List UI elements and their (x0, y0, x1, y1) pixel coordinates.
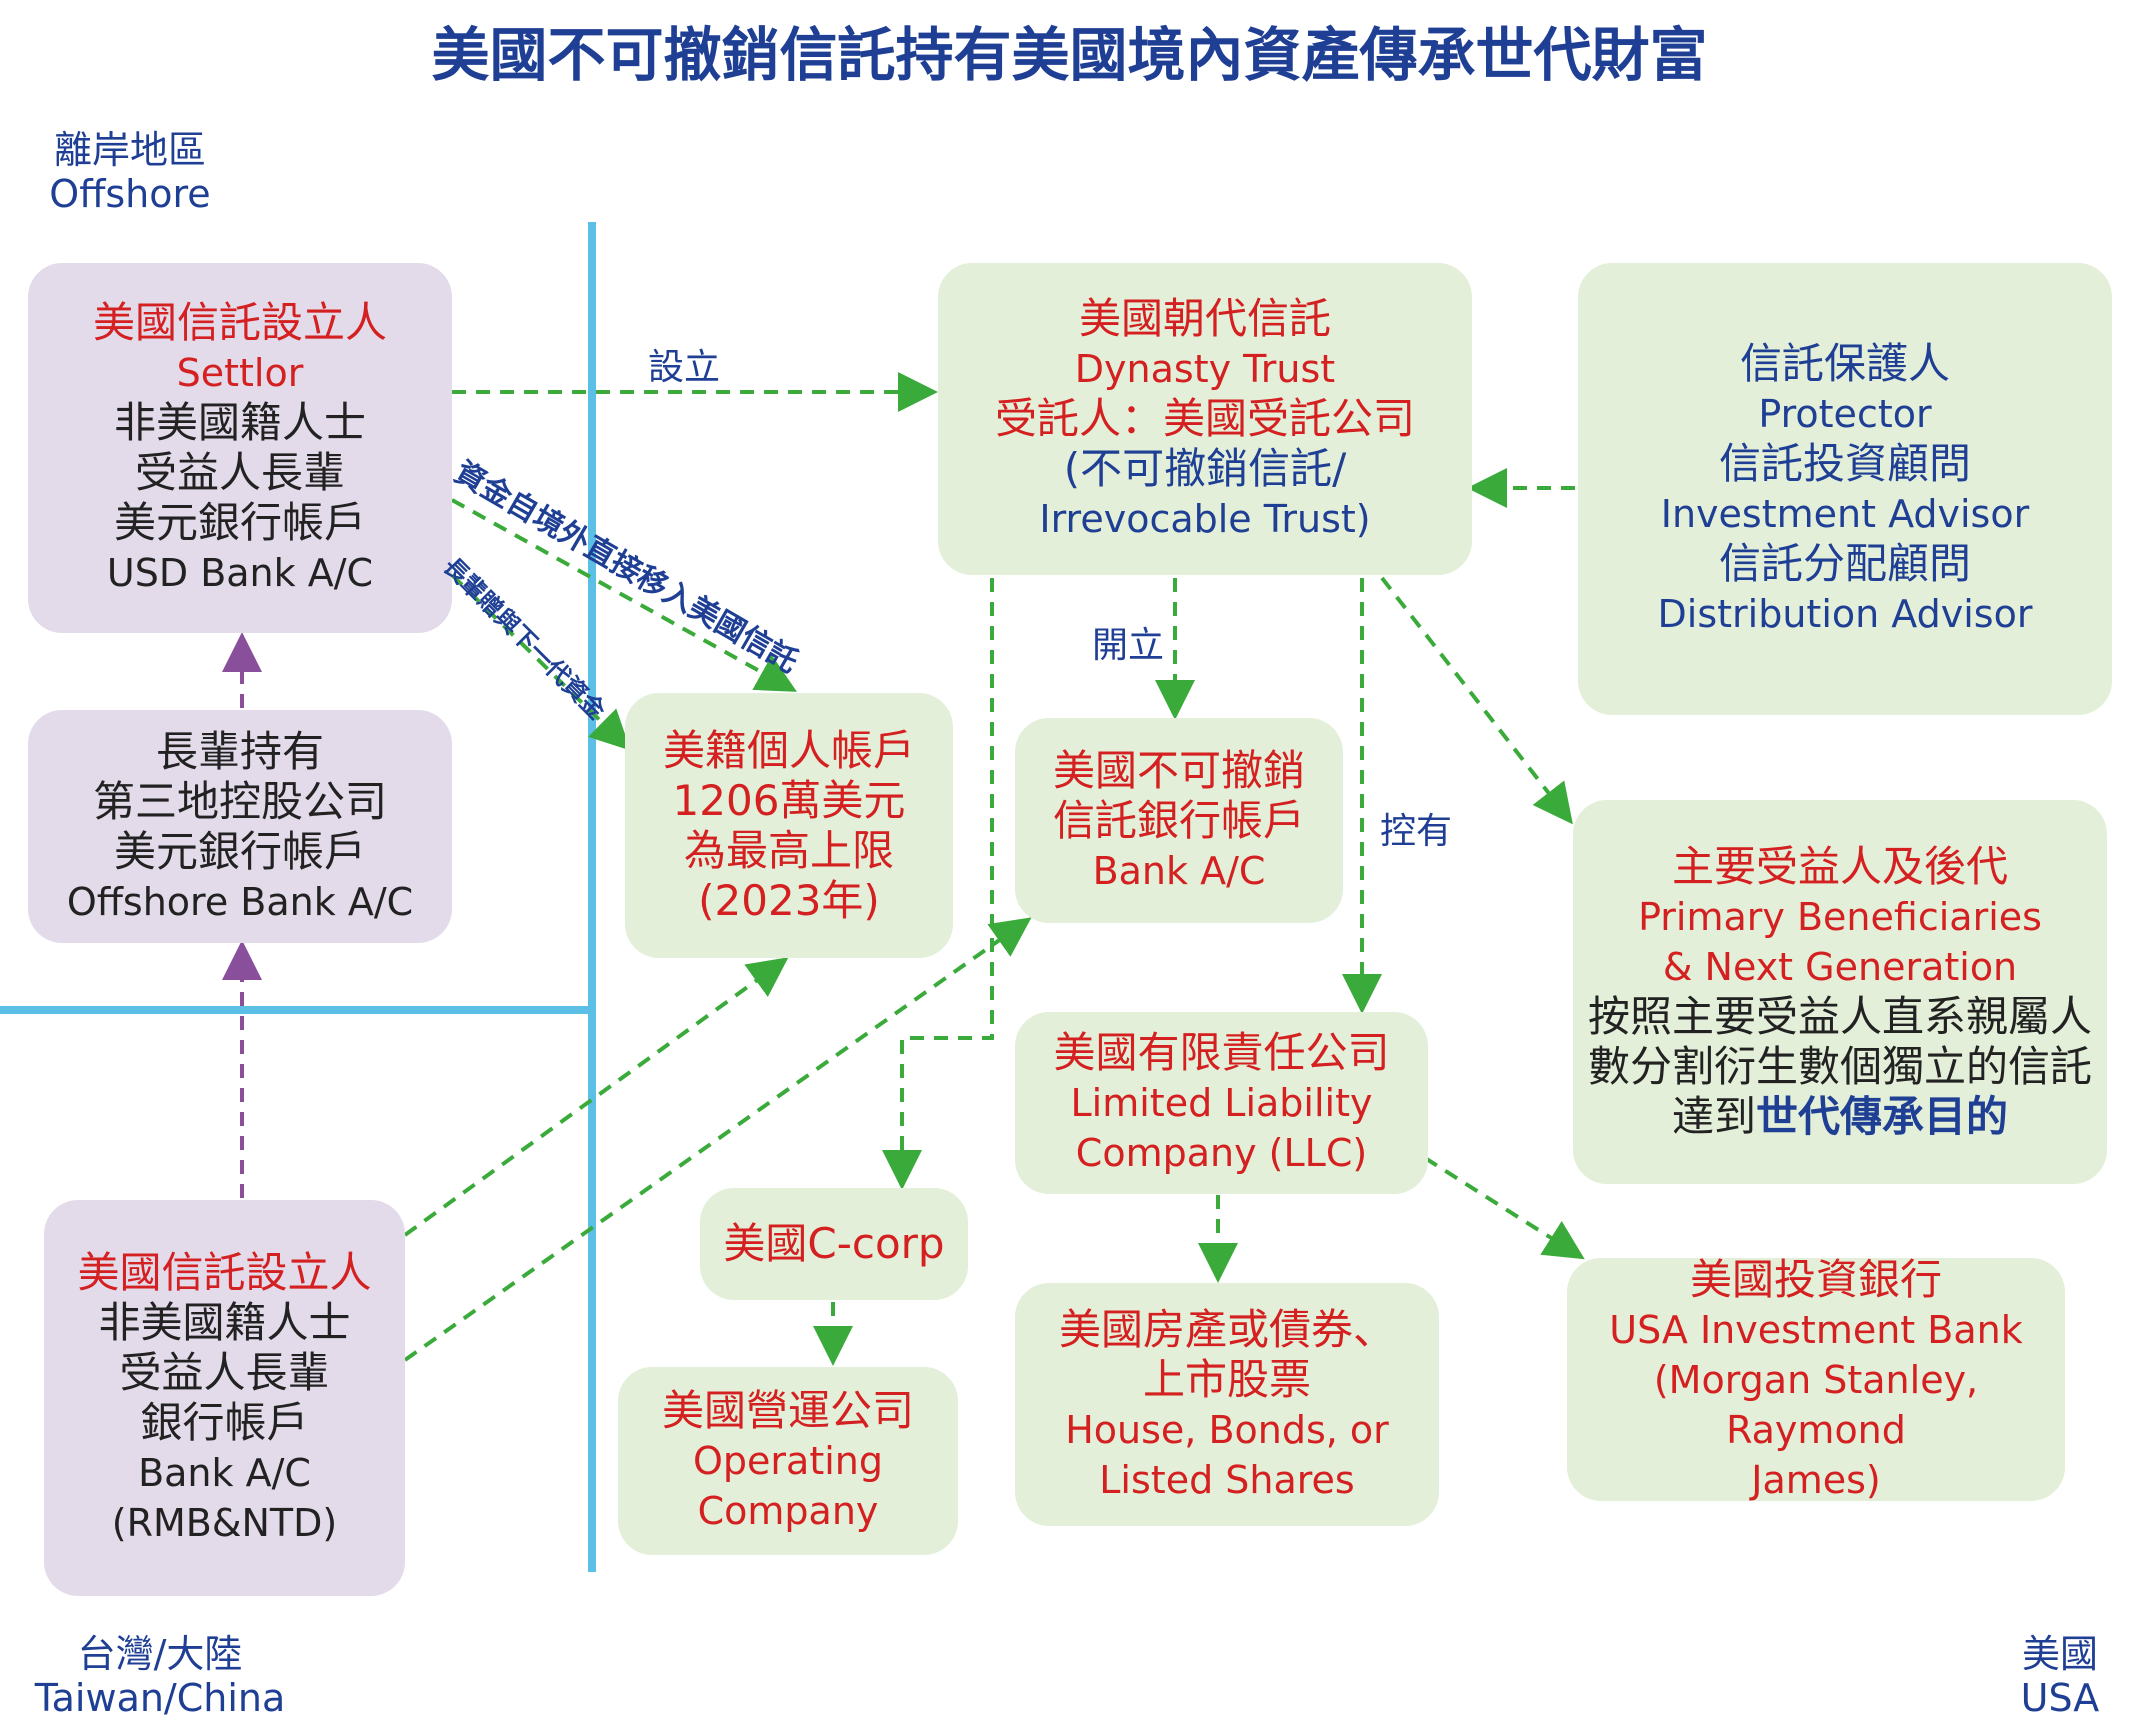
settlor-box: 美國信託設立人 Settlor 非美國籍人士 受益人長輩 美元銀行帳戶 USD … (28, 263, 452, 633)
settlor-line1: 非美國籍人士 (113, 398, 366, 447)
settlor-local-line3: 銀行帳戶 (140, 1398, 309, 1447)
operating-box: 美國營運公司 Operating Company (618, 1367, 958, 1555)
trust-bank-box: 美國不可撤銷 信託銀行帳戶 Bank A/C (1015, 718, 1343, 923)
region-offshore-en: Offshore (49, 172, 211, 216)
page-title: 美國不可撤銷信託持有美國境內資產傳承世代財富 (431, 21, 1708, 89)
invbank-en2: (Morgan Stanley, Raymond (1653, 1357, 1979, 1452)
beneficiaries-line1: 按照主要受益人直系親屬人 (1587, 992, 2092, 1041)
personal-line3: 為最高上限 (683, 825, 894, 875)
invbank-en3: James) (1751, 1457, 1881, 1502)
protector-en1: Protector (1758, 392, 1932, 436)
region-offshore: 離岸地區 Offshore (40, 128, 220, 216)
ccorp-box: 美國C-corp (700, 1188, 968, 1300)
dynasty-en: Dynasty Trust (1074, 347, 1336, 391)
arrow-direct-funds (451, 498, 797, 692)
protector-en2: Investment Advisor (1660, 492, 2030, 536)
beneficiaries-en1: Primary Beneficiaries (1638, 895, 2042, 939)
trust-bank-line2: 信託銀行帳戶 (1052, 795, 1305, 845)
llc-title: 美國有限責任公司 (1053, 1028, 1390, 1077)
assets-en2: Listed Shares (1099, 1457, 1355, 1502)
settlor-local-box: 美國信託設立人 非美國籍人士 受益人長輩 銀行帳戶 Bank A/C (RMB&… (44, 1200, 405, 1596)
settlor-local-line1: 非美國籍人士 (98, 1298, 351, 1347)
settlor-local-line5: (RMB&NTD) (111, 1501, 338, 1545)
region-taiwan-zh: 台灣/大陸 (77, 1632, 243, 1676)
settlor-title: 美國信託設立人 (92, 298, 387, 347)
dynasty-trustee: 受託人：美國受託公司 (994, 394, 1415, 443)
region-usa-en: USA (2020, 1676, 2100, 1720)
beneficiaries-title: 主要受益人及後代 (1671, 842, 2008, 891)
region-usa: 美國 USA (2010, 1632, 2110, 1720)
settlor-local-line4: Bank A/C (138, 1451, 311, 1495)
llc-box: 美國有限責任公司 Limited Liability Company (LLC) (1015, 1012, 1428, 1194)
region-offshore-zh: 離岸地區 (53, 128, 206, 172)
beneficiaries-en2: & Next Generation (1662, 945, 2018, 989)
protector-title3: 信託分配顧問 (1718, 539, 1971, 588)
trust-bank-line3: Bank A/C (1092, 848, 1266, 893)
label-establish: 設立 (648, 347, 721, 388)
assets-en1: House, Bonds, or (1065, 1407, 1389, 1452)
dynasty-irrevocable-zh: (不可撤銷信託/ (1063, 444, 1347, 493)
settlor-local-title: 美國信託設立人 (77, 1248, 372, 1297)
protector-en3: Distribution Advisor (1657, 592, 2033, 636)
holding-line2: 第三地控股公司 (92, 776, 387, 826)
settlor-local-line2: 受益人長輩 (119, 1348, 330, 1397)
personal-line4: (2023年) (698, 875, 880, 925)
protector-box: 信託保護人 Protector 信託投資顧問 Investment Adviso… (1578, 263, 2112, 715)
protector-title2: 信託投資顧問 (1718, 439, 1971, 488)
beneficiaries-box: 主要受益人及後代 Primary Beneficiaries & Next Ge… (1573, 800, 2107, 1184)
assets-title2: 上市股票 (1142, 1354, 1311, 1404)
operating-en1: Operating (693, 1439, 883, 1483)
llc-en1: Limited Liability (1070, 1081, 1373, 1125)
llc-en2: Company (LLC) (1075, 1131, 1368, 1175)
operating-en2: Company (697, 1489, 879, 1533)
arrow-gift-funds (450, 573, 631, 751)
arrow-dynasty-ccorp (882, 578, 994, 1190)
arrow-dynasty-beneficiaries (1380, 576, 1573, 825)
holding-line1: 長輩持有 (155, 726, 324, 776)
operating-title: 美國營運公司 (661, 1386, 914, 1435)
beneficiaries-line2: 數分割衍生數個獨立的信託 (1587, 1042, 2092, 1091)
dynasty-box: 美國朝代信託 Dynasty Trust 受託人：美國受託公司 (不可撤銷信託/… (938, 263, 1472, 575)
personal-line2: 1206萬美元 (672, 775, 906, 825)
personal-line1: 美籍個人帳戶 (662, 725, 915, 775)
beneficiaries-line3: 達到世代傳承目的 (1672, 1092, 2008, 1142)
beneficiaries-line3a: 達到 (1671, 1092, 1756, 1141)
region-taiwan: 台灣/大陸 Taiwan/China (30, 1632, 290, 1720)
holding-line3: 美元銀行帳戶 (113, 826, 366, 876)
holding-box: 長輩持有 第三地控股公司 美元銀行帳戶 Offshore Bank A/C (28, 710, 452, 943)
label-open: 開立 (1092, 625, 1165, 666)
ccorp-title: 美國C-corp (723, 1219, 945, 1268)
dynasty-irrevocable-en: Irrevocable Trust) (1039, 497, 1371, 541)
assets-box: 美國房產或債券、 上市股票 House, Bonds, or Listed Sh… (1015, 1283, 1439, 1526)
arrow-local-trustbank (403, 917, 1032, 1362)
holding-line4: Offshore Bank A/C (66, 879, 414, 924)
settlor-line3: 美元銀行帳戶 (113, 498, 366, 547)
settlor-line2: 受益人長輩 (134, 448, 345, 497)
invbank-title: 美國投資銀行 (1689, 1254, 1942, 1304)
region-taiwan-en: Taiwan/China (34, 1676, 286, 1720)
settlor-line4: USD Bank A/C (106, 551, 374, 595)
region-usa-zh: 美國 (2021, 1632, 2098, 1676)
arrow-local-personal (403, 957, 789, 1237)
settlor-en: Settlor (176, 351, 304, 395)
label-control: 控有 (1380, 811, 1453, 852)
assets-title1: 美國房產或債券、 (1058, 1304, 1395, 1354)
investment-bank-box: 美國投資銀行 USA Investment Bank (Morgan Stanl… (1567, 1254, 2065, 1502)
dynasty-title: 美國朝代信託 (1078, 294, 1331, 343)
trust-bank-line1: 美國不可撤銷 (1052, 745, 1305, 795)
beneficiaries-line3b: 世代傳承目的 (1756, 1092, 2009, 1141)
invbank-en1: USA Investment Bank (1609, 1307, 2023, 1352)
arrow-llc-invbank (1423, 1156, 1585, 1260)
personal-account-box: 美籍個人帳戶 1206萬美元 為最高上限 (2023年) (625, 693, 953, 958)
protector-title1: 信託保護人 (1739, 339, 1950, 388)
